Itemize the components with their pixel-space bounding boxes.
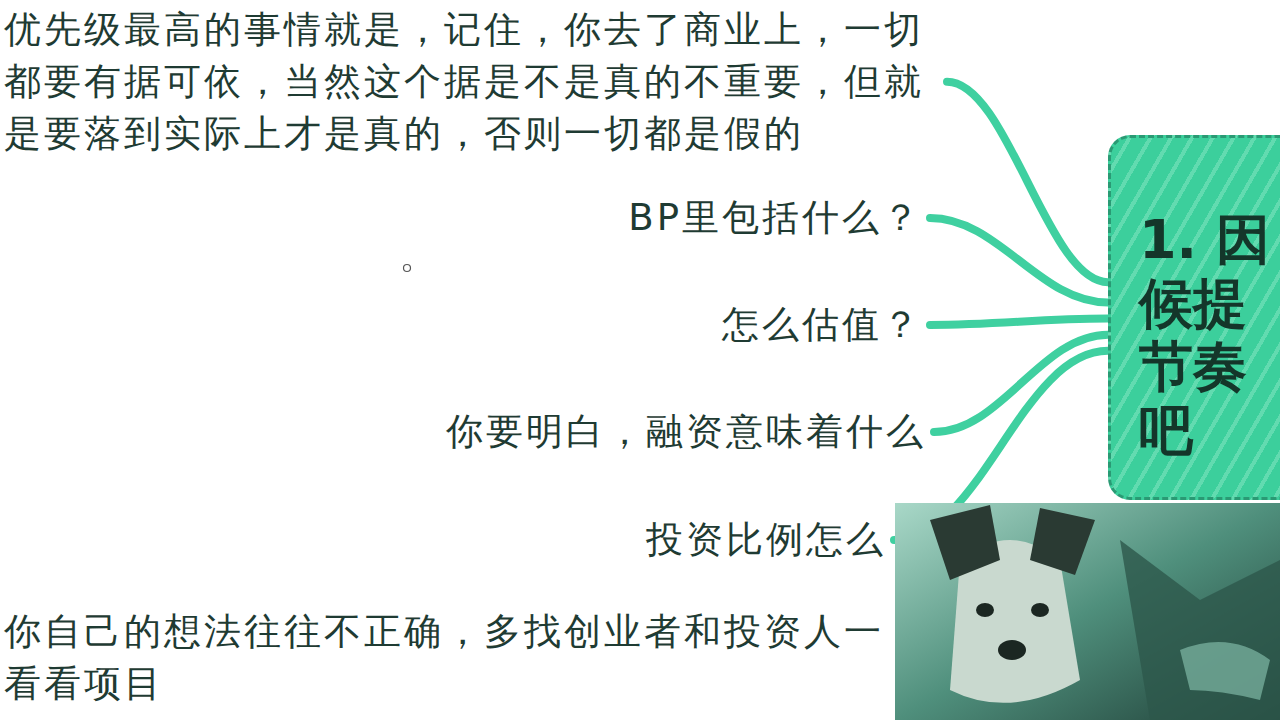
topic-text: BP里包括什么？: [626, 192, 930, 244]
central-topic: 1. 因 候提 节奏 吧: [1108, 135, 1280, 500]
photo-overlay: [895, 503, 1280, 720]
topic-label: 优先级最高的事情就是，记住，你去了商业上，一切都要有据可依，当然这个据是不是真的…: [4, 8, 924, 155]
central-label: 1. 因 候提 节奏 吧: [1139, 208, 1279, 463]
topic-text: 优先级最高的事情就是，记住，你去了商业上，一切都要有据可依，当然这个据是不是真的…: [2, 4, 947, 159]
branch-curve: [930, 218, 1108, 303]
dot: [404, 265, 411, 272]
topic-text: 你自己的想法往往不正确，多找创业者和投资人一 看看项目: [2, 606, 897, 710]
topic-label: 你自己的想法往往不正确，多找创业者和投资人一 看看项目: [4, 610, 884, 705]
topic-text: 投资比例怎么: [644, 514, 894, 566]
topic-label: BP里包括什么？: [628, 196, 922, 239]
branch-curve: [947, 82, 1108, 282]
topic-label: 怎么估值？: [722, 303, 922, 346]
topic-label: 你要明白，融资意味着什么: [446, 410, 926, 453]
branch-curve: [930, 319, 1108, 325]
topic-label: 投资比例怎么: [646, 518, 886, 561]
topic-text: 你要明白，融资意味着什么: [444, 406, 934, 458]
topic-text: 怎么估值？: [720, 299, 930, 351]
